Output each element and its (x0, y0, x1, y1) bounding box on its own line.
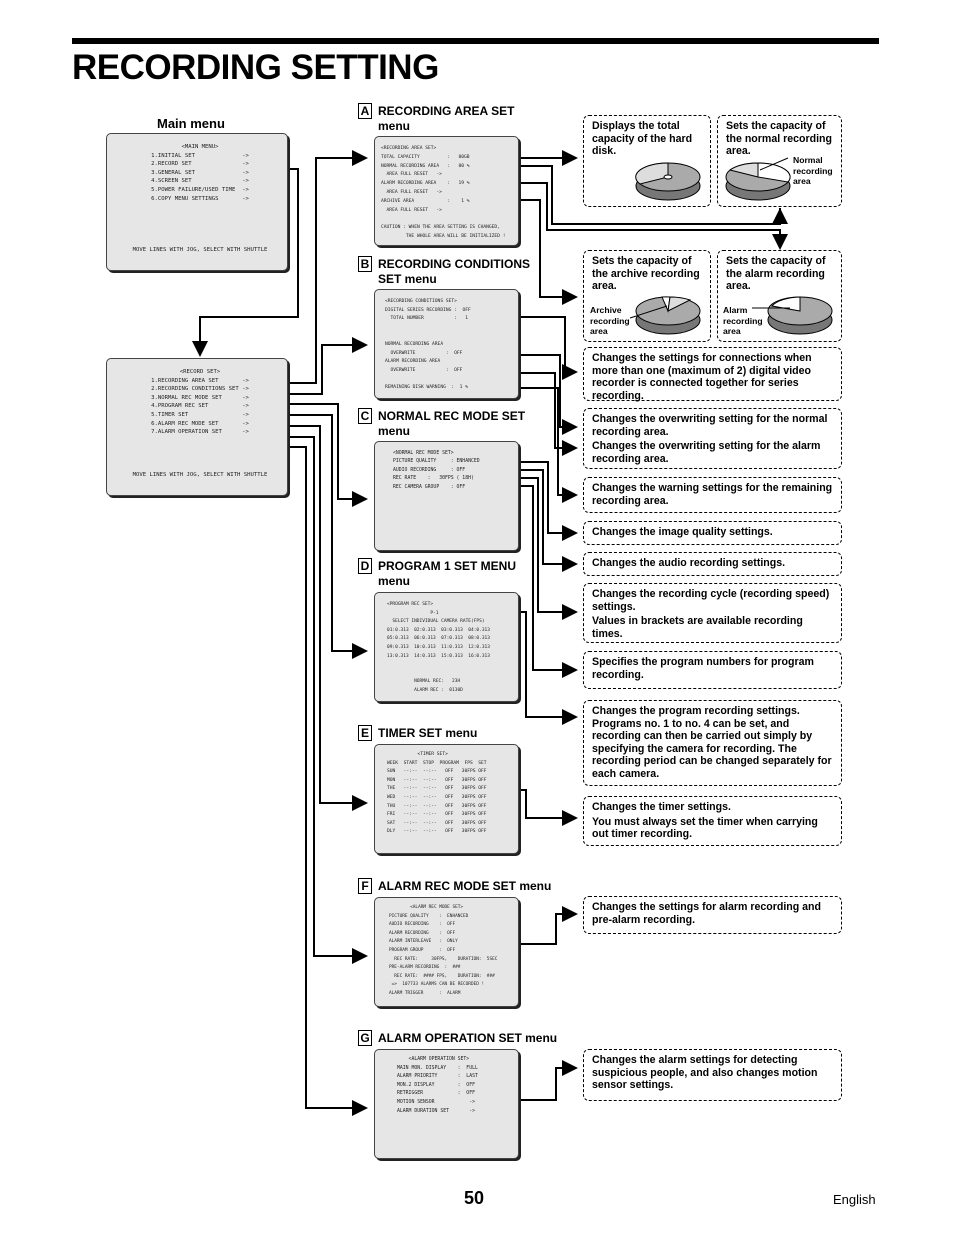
note-overwrite-alarm-text: Changes the overwriting setting for the … (592, 440, 821, 465)
section-c-letter: C (358, 408, 372, 424)
section-g-letter: G (358, 1030, 372, 1046)
note-program-numbers: Specifies the program numbers for progra… (583, 651, 842, 689)
note-timer-always-text: You must always set the timer when carry… (592, 815, 818, 841)
note-overwrite-normal-text: Changes the overwriting setting for the … (592, 413, 828, 438)
note-total-capacity: Displays the total capacity of the hard … (583, 115, 711, 207)
section-g-label: ALARM OPERATION SET menu (378, 1031, 558, 1045)
section-a-label: RECORDING AREA SET menu (378, 104, 515, 133)
note-connections: Changes the settings for connections whe… (583, 347, 842, 402)
note-audio-text: Changes the audio recording settings. (592, 557, 786, 569)
normal-pie-label: Normal recording area (793, 155, 833, 186)
main-menu-screen-text: <MAIN MENU> 1.INITIAL SET -> 2.RECORD SE… (132, 144, 268, 254)
section-b-letter: B (358, 256, 372, 272)
timer-set-screen: <TIMER SET> WEEK START STOP PROGRAM FPS … (374, 744, 519, 854)
section-e-label: TIMER SET menu (378, 726, 478, 740)
note-program-settings: Changes the program recording settings. … (583, 700, 842, 786)
section-e-letter: E (358, 725, 372, 741)
note-cycle-text: Changes the recording cycle (recording s… (592, 588, 830, 613)
note-timer-text: Changes the timer settings. (592, 801, 731, 813)
alarm-rec-mode-set-screen-text: <ALARM REC MODE SET> PICTURE QUALITY : E… (389, 905, 498, 996)
archive-pie-label: Archive recording area (590, 305, 630, 336)
note-alarm-recording-text: Changes the settings for alarm recording… (592, 901, 821, 926)
note-warning: Changes the warning settings for the rem… (583, 477, 842, 513)
note-image-quality-text: Changes the image quality settings. (592, 526, 773, 538)
section-d-label: PROGRAM 1 SET MENU menu (378, 559, 517, 588)
note-archive-capacity: Sets the capacity of the archive recordi… (583, 250, 711, 342)
program-rec-set-screen-text: <PROGRAM REC SET> P-1 SELECT INDIVIDUAL … (387, 602, 490, 693)
note-recording-cycle: Changes the recording cycle (recording s… (583, 583, 842, 643)
recording-conditions-set-screen: <RECORDING CONDITIONS SET> DIGITAL SERIE… (374, 289, 519, 399)
note-timer: Changes the timer settings. You must alw… (583, 796, 842, 846)
section-d-letter: D (358, 558, 372, 574)
recording-conditions-set-screen-text: <RECORDING CONDITIONS SET> DIGITAL SERIE… (385, 299, 471, 390)
section-f-label: ALARM REC MODE SET menu (378, 879, 552, 893)
record-set-screen-text: <RECORD SET> 1.RECORDING AREA SET -> 2.R… (132, 369, 268, 479)
alarm-pie-label: Alarm recording area (723, 305, 763, 336)
note-alarm-recording: Changes the settings for alarm recording… (583, 896, 842, 934)
recording-area-set-screen: <RECORDING AREA SET> TOTAL CAPACITY : 80… (374, 136, 519, 246)
normal-rec-mode-set-screen-text: <NORMAL REC MODE SET> PICTURE QUALITY : … (393, 451, 480, 490)
header-rule (72, 38, 879, 44)
record-set-screen: <RECORD SET> 1.RECORDING AREA SET -> 2.R… (106, 358, 288, 496)
note-cycle-times-text: Values in brackets are available recordi… (592, 615, 803, 640)
section-b-label: RECORDING CONDITIONS SET menu (378, 257, 531, 286)
note-overwrite: Changes the overwriting setting for the … (583, 408, 842, 469)
note-alarm-settings: Changes the alarm settings for detecting… (583, 1049, 842, 1101)
note-image-quality: Changes the image quality settings. (583, 521, 842, 545)
note-alarm-capacity-text: Sets the capacity of the alarm recording… (726, 255, 826, 293)
alarm-operation-set-screen-text: <ALARM OPERATION SET> MAIN MON. DISPLAY … (397, 1057, 478, 1114)
note-archive-capacity-text: Sets the capacity of the archive recordi… (592, 255, 700, 293)
language-label: English (833, 1192, 876, 1207)
alarm-operation-set-screen: <ALARM OPERATION SET> MAIN MON. DISPLAY … (374, 1049, 519, 1159)
normal-rec-mode-set-screen: <NORMAL REC MODE SET> PICTURE QUALITY : … (374, 441, 519, 551)
note-normal-capacity-text: Sets the capacity of the normal recordin… (726, 120, 832, 158)
alarm-rec-mode-set-screen: <ALARM REC MODE SET> PICTURE QUALITY : E… (374, 897, 519, 1007)
section-f-letter: F (358, 878, 372, 894)
page-number: 50 (464, 1188, 485, 1208)
note-alarm-settings-text: Changes the alarm settings for detecting… (592, 1054, 818, 1092)
note-audio: Changes the audio recording settings. (583, 552, 842, 576)
note-normal-capacity: Sets the capacity of the normal recordin… (717, 115, 842, 207)
main-menu-label: Main menu (157, 116, 225, 131)
note-warning-text: Changes the warning settings for the rem… (592, 482, 833, 507)
note-alarm-capacity: Sets the capacity of the alarm recording… (717, 250, 842, 342)
note-program-numbers-text: Specifies the program numbers for progra… (592, 656, 814, 681)
section-c-label: NORMAL REC MODE SET menu (378, 409, 526, 438)
page-title: RECORDING SETTING (72, 48, 439, 87)
recording-area-set-screen-text: <RECORDING AREA SET> TOTAL CAPACITY : 80… (381, 146, 506, 239)
program-rec-set-screen: <PROGRAM REC SET> P-1 SELECT INDIVIDUAL … (374, 592, 519, 702)
note-connections-text: Changes the settings for connections whe… (592, 352, 812, 402)
timer-set-screen-text: <TIMER SET> WEEK START STOP PROGRAM FPS … (387, 752, 487, 835)
section-a-letter: A (358, 103, 372, 119)
main-menu-screen: <MAIN MENU> 1.INITIAL SET -> 2.RECORD SE… (106, 133, 288, 271)
note-total-capacity-text: Displays the total capacity of the hard … (592, 120, 693, 158)
note-program-settings-text: Changes the program recording settings. … (592, 705, 832, 780)
